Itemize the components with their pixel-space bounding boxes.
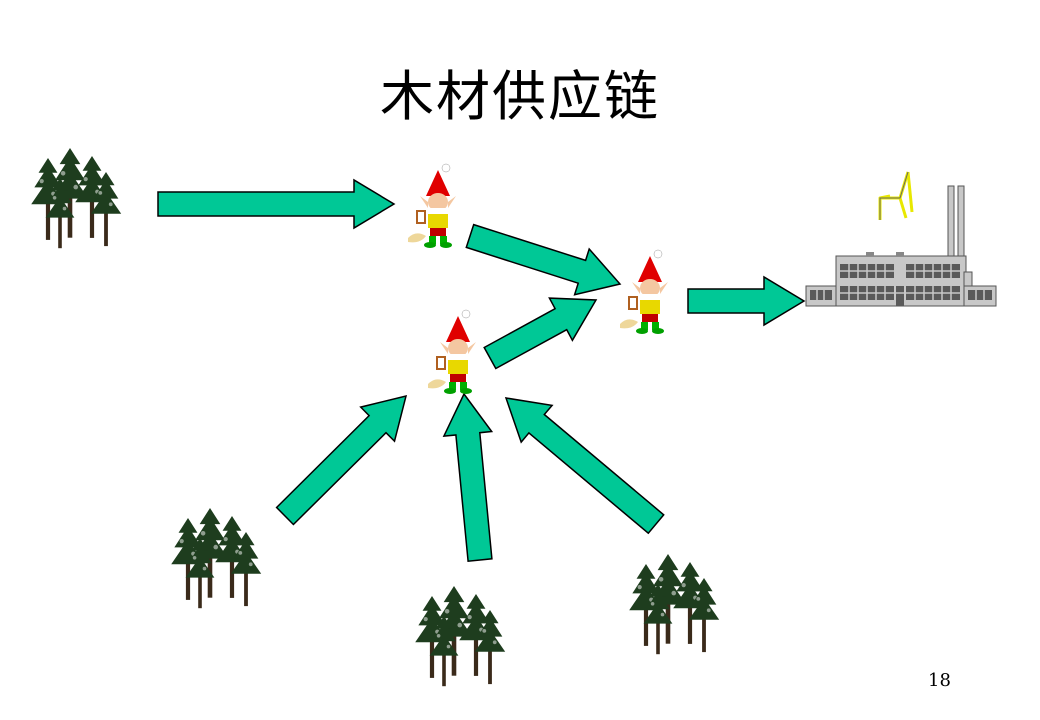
forest-icon (415, 586, 505, 686)
flow-arrow (465, 223, 622, 296)
flow-arrow (157, 178, 396, 230)
flow-arrow (483, 297, 598, 370)
gnome-icon (619, 249, 669, 335)
gnome-icon (407, 163, 457, 249)
page-title: 木材供应链 (380, 65, 660, 128)
flow-arrow (275, 394, 408, 526)
flow-arrow (504, 397, 665, 535)
forest-icon (629, 554, 719, 654)
flow-arrow (687, 275, 806, 327)
forest-icon (31, 148, 121, 248)
arrows-layer (157, 178, 806, 563)
chair-icon (878, 171, 914, 220)
page-number: 18 (928, 670, 951, 691)
forest-icon (171, 508, 261, 608)
gnome-icon (427, 309, 477, 395)
flow-arrow (442, 392, 494, 563)
